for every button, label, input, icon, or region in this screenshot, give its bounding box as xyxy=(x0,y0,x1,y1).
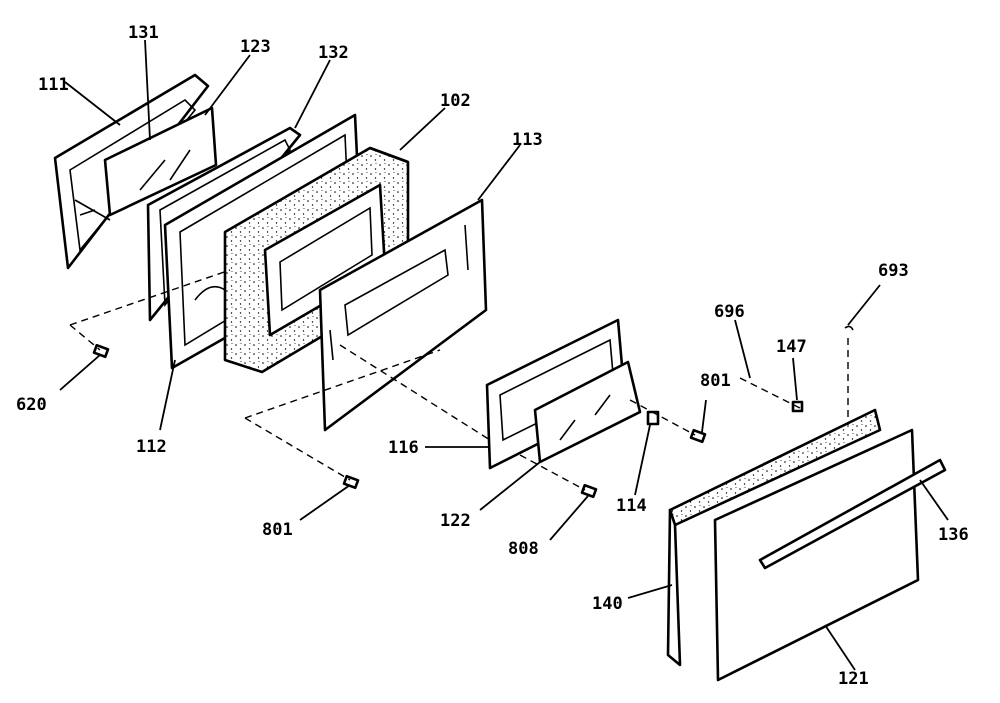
part-113-outer-panel xyxy=(318,198,488,432)
label-147: 147 xyxy=(776,337,807,357)
label-131: 131 xyxy=(128,23,159,43)
label-693: 693 xyxy=(878,261,909,281)
label-122: 122 xyxy=(440,511,471,531)
label-116: 116 xyxy=(388,438,419,458)
label-801-lower: 801 xyxy=(262,520,293,540)
part-136-handle xyxy=(758,458,947,570)
part-140-door-liner xyxy=(666,408,882,667)
label-620: 620 xyxy=(16,395,47,415)
label-111: 111 xyxy=(38,75,69,95)
label-113: 113 xyxy=(512,130,543,150)
leader-lines xyxy=(59,39,949,671)
label-121: 121 xyxy=(838,669,869,689)
label-123: 123 xyxy=(240,37,271,57)
label-140: 140 xyxy=(592,594,623,614)
label-114: 114 xyxy=(616,496,647,516)
label-112: 112 xyxy=(136,437,167,457)
part-121-outer-door xyxy=(713,428,920,682)
label-136: 136 xyxy=(938,525,969,545)
label-102: 102 xyxy=(440,91,471,111)
alignment-lines xyxy=(69,269,849,491)
part-131-inner-glass xyxy=(103,106,218,217)
label-801-upper: 801 xyxy=(700,371,731,391)
label-132: 132 xyxy=(318,43,349,63)
fasteners xyxy=(92,325,854,499)
label-696: 696 xyxy=(714,302,745,322)
part-122-outer-glass xyxy=(533,360,642,464)
label-808: 808 xyxy=(508,539,539,559)
